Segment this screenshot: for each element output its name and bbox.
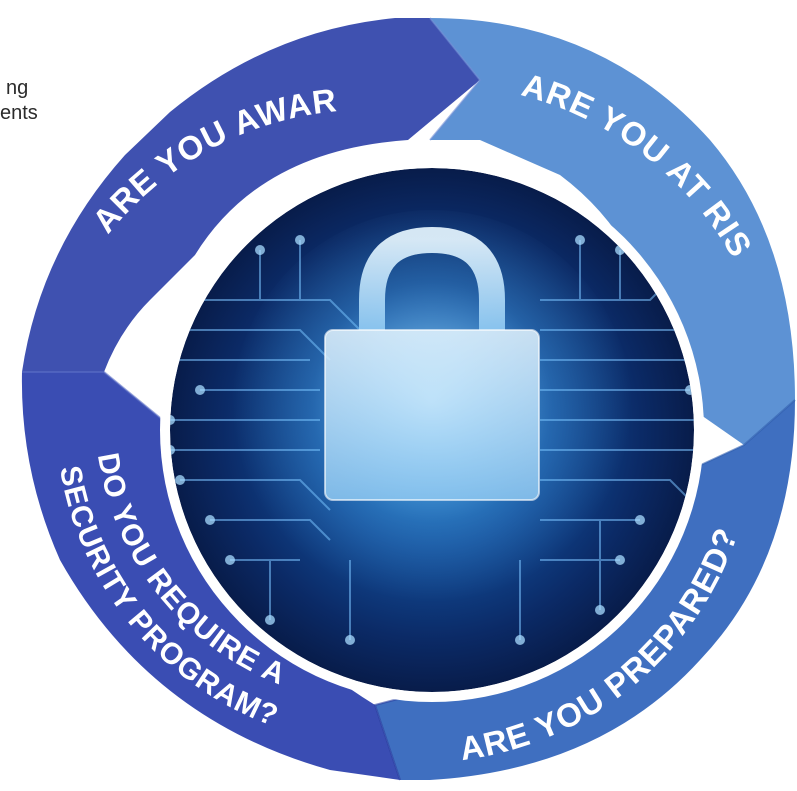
cropped-text-line-1: ng	[6, 77, 29, 99]
cropped-side-text: ng ents	[0, 76, 38, 126]
separator-risk-prepared	[689, 399, 796, 471]
separator-program-aware	[22, 371, 176, 431]
padlock-icon	[324, 226, 540, 501]
cropped-text-line-2: ents	[0, 102, 38, 124]
segment-risk	[430, 18, 795, 445]
separator-aware-risk	[429, 17, 482, 141]
segment-aware	[22, 18, 480, 372]
